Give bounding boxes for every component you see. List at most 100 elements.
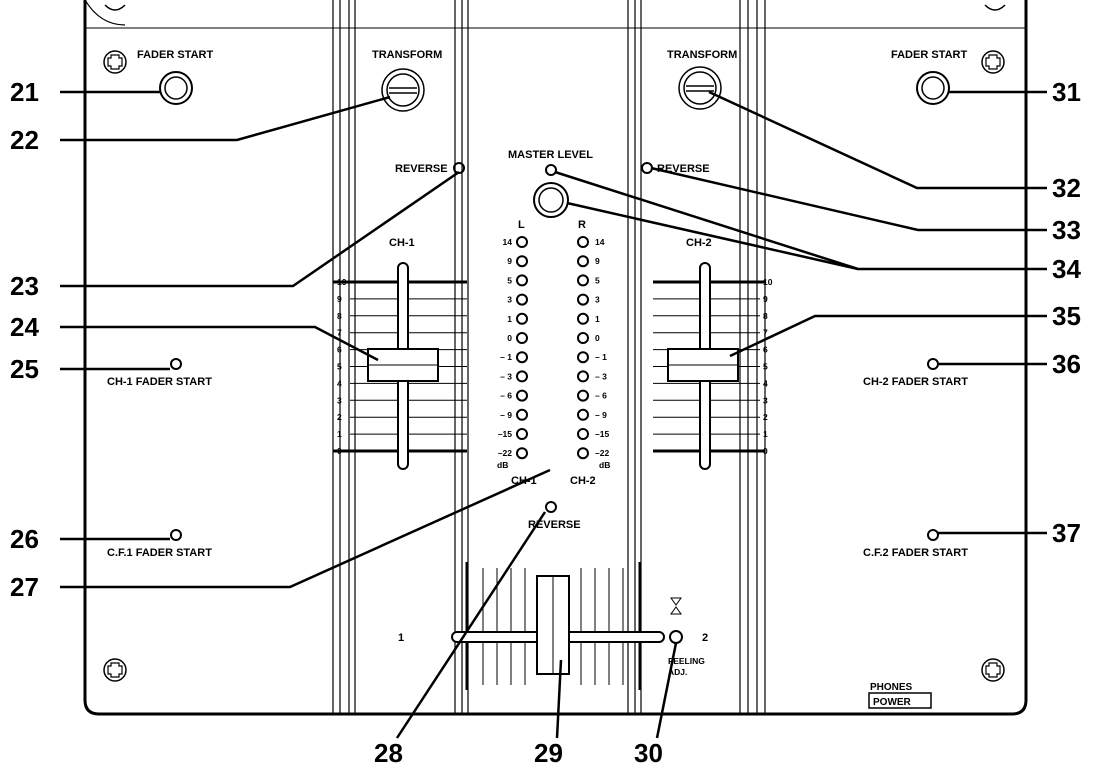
ch2-fader-scale-label: 10 — [763, 277, 773, 287]
ch2-fader-scale-label: 3 — [763, 395, 768, 405]
meter-led-right — [577, 408, 589, 421]
screw-icon — [103, 658, 127, 682]
meter-scale-label: 0 — [507, 333, 512, 343]
callout-leaders — [60, 90, 1047, 739]
ch2-fader-scale-label: 9 — [763, 294, 768, 304]
ch1-label: CH-1 — [389, 237, 415, 249]
ch1-fader[interactable] — [333, 262, 467, 470]
feeling-adj-label-2: ADJ. — [668, 667, 687, 677]
callout-number: 21 — [10, 77, 39, 107]
meter-led-right — [577, 293, 589, 306]
meter-scale-label: 14 — [595, 237, 605, 247]
transform-button-right[interactable] — [678, 66, 722, 110]
callout-number: 31 — [1052, 77, 1081, 107]
ch1-fader-start-led — [170, 358, 182, 370]
meter-scale-label: –15 — [498, 429, 512, 439]
cf2-fader-start-label: C.F.2 FADER START — [863, 547, 968, 559]
transform-button-left[interactable] — [381, 68, 425, 112]
meter-led-right — [577, 447, 589, 460]
meter-scale-label: –22 — [595, 448, 609, 458]
fader-start-button-right[interactable] — [916, 71, 950, 105]
fader-start-label-right: FADER START — [891, 49, 967, 61]
panel-outline — [83, 0, 1028, 716]
crossfader-label-left: 1 — [398, 632, 404, 644]
meter-led-left — [516, 255, 528, 268]
ch1-fader-scale-label: 10 — [337, 277, 347, 287]
meter-led-left — [516, 447, 528, 460]
callout-number: 32 — [1052, 173, 1081, 203]
callout-number: 24 — [10, 312, 39, 342]
callout-number: 37 — [1052, 518, 1081, 548]
level-meter — [516, 236, 589, 460]
meter-ch1-label: CH-1 — [511, 475, 537, 487]
meter-led-right — [577, 236, 589, 248]
meter-scale-label: – 9 — [500, 410, 512, 420]
meter-scale-label: – 1 — [500, 352, 512, 362]
reverse-label-center: REVERSE — [528, 519, 581, 531]
ch2-fader-scale-label: 0 — [763, 446, 768, 456]
meter-scale-label: 9 — [595, 256, 600, 266]
meter-ch2-label: CH-2 — [570, 475, 596, 487]
meter-led-left — [516, 389, 528, 402]
power-label: POWER — [873, 697, 912, 708]
meter-led-left — [516, 236, 528, 248]
callout-number: 28 — [374, 738, 403, 768]
meter-scale-label: –15 — [595, 429, 609, 439]
ch1-fader-scale-label: 7 — [337, 328, 342, 338]
meter-led-right — [577, 351, 589, 364]
meter-scale-label: – 6 — [500, 391, 512, 401]
meter-led-right — [577, 428, 589, 440]
cf1-fader-start-led — [170, 529, 182, 541]
ch2-fader-start-label: CH-2 FADER START — [863, 376, 968, 388]
master-level-led — [545, 164, 557, 176]
crossfader[interactable] — [451, 562, 665, 690]
ch2-fader[interactable] — [653, 262, 765, 470]
reverse-label-left: REVERSE — [395, 163, 448, 175]
meter-led-right — [577, 312, 589, 325]
crossfader-label-right: 2 — [702, 632, 708, 644]
meter-unit-left: dB — [497, 460, 508, 470]
reverse-led-center — [545, 501, 557, 513]
meter-left-label: L — [518, 219, 525, 231]
right-strip-lines — [627, 0, 766, 714]
ch2-fader-scale-label: 7 — [763, 328, 768, 338]
transform-label-left: TRANSFORM — [372, 49, 442, 61]
screw-icon — [981, 50, 1005, 74]
meter-led-right — [577, 332, 589, 344]
meter-scale-label: –22 — [498, 448, 512, 458]
screw-icon — [103, 50, 127, 74]
ch1-fader-scale-label: 6 — [337, 345, 342, 355]
fader-start-button-left[interactable] — [159, 71, 193, 105]
meter-scale-label: – 9 — [595, 410, 607, 420]
callout-number: 34 — [1052, 254, 1081, 284]
ch2-label: CH-2 — [686, 237, 712, 249]
meter-scale-label: 14 — [503, 237, 513, 247]
callout-number: 35 — [1052, 301, 1081, 331]
meter-led-right — [577, 255, 589, 268]
ch2-fader-scale-label: 8 — [763, 311, 768, 321]
ch1-fader-scale-label: 0 — [337, 446, 342, 456]
meter-led-right — [577, 274, 589, 287]
ch1-fader-scale-label: 3 — [337, 395, 342, 405]
meter-led-left — [516, 312, 528, 325]
meter-led-left — [516, 332, 528, 344]
ch2-fader-scale-label: 1 — [763, 429, 768, 439]
ch2-fader-scale-label: 4 — [763, 378, 768, 388]
ch1-fader-scale-label: 1 — [337, 429, 342, 439]
callout-number: 33 — [1052, 215, 1081, 245]
meter-right-label: R — [578, 219, 586, 231]
master-level-label: MASTER LEVEL — [508, 149, 593, 161]
callout-number: 36 — [1052, 349, 1081, 379]
ch2-fader-scale-label: 6 — [763, 345, 768, 355]
ch2-fader-start-led — [927, 358, 939, 370]
fader-start-label-left: FADER START — [137, 49, 213, 61]
master-level-knob[interactable] — [533, 182, 569, 218]
meter-scale-label: 5 — [507, 275, 512, 285]
meter-scale-label: – 6 — [595, 391, 607, 401]
callout-number: 30 — [634, 738, 663, 768]
feeling-adj-screw[interactable] — [669, 597, 683, 644]
meter-scale-label: 3 — [595, 295, 600, 305]
meter-led-left — [516, 351, 528, 364]
meter-led-right — [577, 370, 589, 383]
